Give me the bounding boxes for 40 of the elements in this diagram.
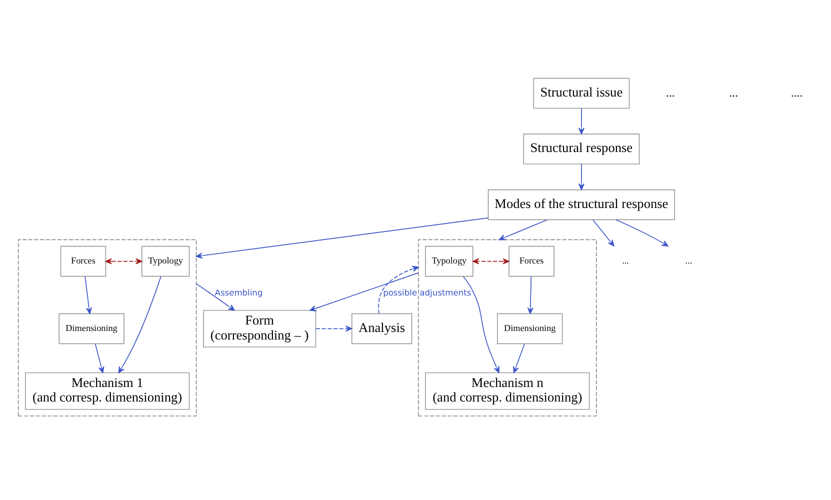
label: .... <box>791 86 803 99</box>
arrow <box>94 342 104 373</box>
arrow <box>315 325 352 332</box>
edge-label: possible adjustments <box>383 286 472 297</box>
node-box: Form (corresponding – ) <box>203 309 316 347</box>
arrow <box>472 258 510 264</box>
arrow <box>118 276 162 373</box>
arrow <box>578 107 584 134</box>
arrow <box>592 219 614 246</box>
arrow <box>196 217 489 258</box>
arrow <box>378 265 419 314</box>
node-box: Structural issue <box>533 77 630 108</box>
arrow <box>513 342 525 373</box>
edge-label: Assembling <box>214 286 263 297</box>
cluster <box>418 238 597 416</box>
node-box: Dimensioning <box>58 312 124 344</box>
node-box: Forces <box>60 245 106 276</box>
arrow <box>310 272 419 311</box>
arrow <box>527 275 534 314</box>
node-box: Mechanism 1 (and corresp. dimensioning) <box>25 372 190 410</box>
cluster <box>18 238 197 416</box>
node-box: Mechanism n (and corresp. dimensioning) <box>425 372 590 410</box>
node-box: Forces <box>508 245 554 276</box>
node-box: Dimensioning <box>497 312 563 344</box>
node-box: Structural response <box>523 133 640 164</box>
label: ... <box>666 86 675 99</box>
node-box: Modes of the structural response <box>488 188 675 220</box>
node-text: ... <box>622 255 629 266</box>
arrow <box>616 218 668 246</box>
arrow <box>578 163 584 190</box>
arrow <box>498 218 548 240</box>
arrow <box>196 282 235 310</box>
arrow <box>105 258 142 264</box>
label: ... <box>729 86 738 99</box>
node-box: Analysis <box>351 312 412 344</box>
arrow <box>84 275 92 314</box>
node-text: ... <box>685 255 692 266</box>
node-box: Typology <box>141 245 190 276</box>
node-box: Typology <box>425 245 474 276</box>
arrow <box>462 276 500 372</box>
